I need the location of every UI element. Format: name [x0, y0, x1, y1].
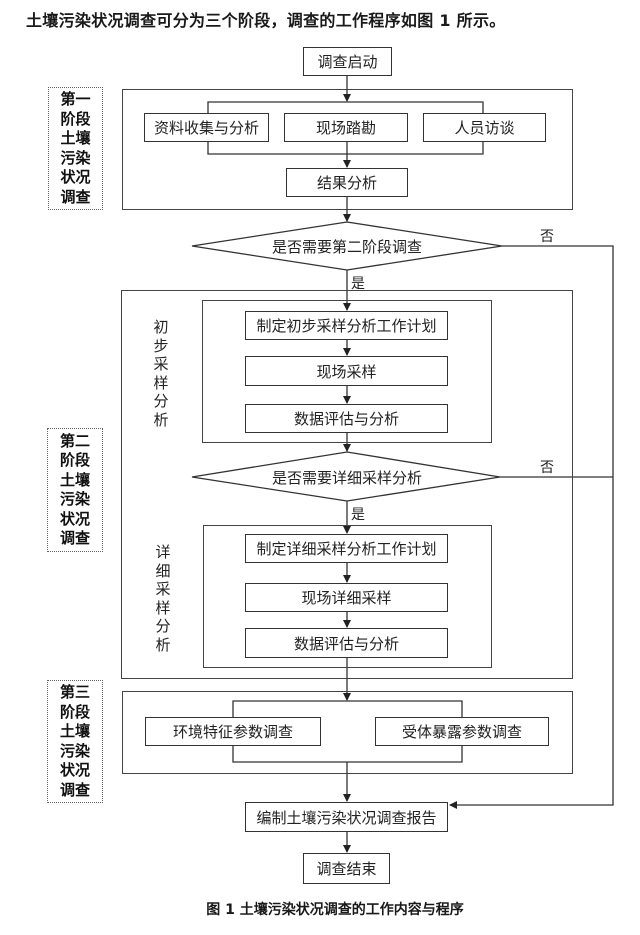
stage2-label-line: 污染 [59, 490, 90, 508]
initial-step-plan: 制定初步采样分析工作计划 [245, 311, 448, 340]
stage1-label-line: 调查 [60, 187, 91, 206]
stage3-step-environment: 环境特征参数调查 [145, 717, 321, 746]
detailed-sampling-side-label: 详细采样分析 [155, 543, 171, 654]
stage1-result-analysis: 结果分析 [286, 168, 408, 197]
stage1-label-line: 土壤 [60, 129, 91, 147]
stage3-label-line: 阶段 [59, 702, 90, 721]
stage1-label-line: 阶段 [60, 109, 91, 128]
intro-sentence: 土壤污染状况调查可分为三个阶段，调查的工作程序如图 1 所示。 [26, 11, 506, 30]
initial-sampling-frame [202, 300, 492, 443]
stage1-label-line: 污染 [60, 148, 91, 167]
figure-caption: 图 1 土壤污染状况调查的工作内容与程序 [206, 902, 464, 918]
report-node: 编制土壤污染状况调查报告 [245, 802, 448, 832]
stage1-bracket-bottom [207, 142, 484, 155]
stage2-label-line: 土壤 [59, 470, 90, 489]
decision2-question: 是否需要详细采样分析 [271, 469, 422, 487]
stage1-label: 第一 阶段 土壤 污染 状况 调查 [48, 87, 103, 210]
stage3-bracket-top [232, 700, 463, 717]
stage2-label-line: 阶段 [59, 451, 90, 469]
decision2-no-label: 否 [540, 460, 554, 476]
detailed-sampling-frame [203, 525, 492, 668]
detailed-step-plan: 制定详细采样分析工作计划 [245, 534, 448, 563]
connector-decision1-no [449, 245, 614, 809]
decision1-question: 是否需要第二阶段调查 [271, 238, 422, 256]
stage1-label-line: 状况 [60, 168, 91, 186]
stage1-label-line: 第一 [60, 90, 91, 108]
stage3-label-line: 调查 [59, 780, 90, 799]
stage1-bracket-top [207, 101, 484, 113]
stage3-step-receptor-exposure: 受体暴露参数调查 [375, 717, 549, 746]
stage1-step-interviews: 人员访谈 [423, 113, 546, 142]
stage2-label-line: 第二 [59, 431, 90, 450]
stage3-frame [122, 691, 573, 774]
decision2-yes-label: 是 [351, 507, 365, 523]
start-node: 调查启动 [303, 47, 392, 76]
initial-step-evaluation: 数据评估与分析 [245, 404, 448, 433]
stage2-label: 第二 阶段 土壤 污染 状况 调查 [47, 428, 103, 552]
stage2-label-line: 调查 [59, 529, 90, 547]
stage2-frame [121, 290, 573, 679]
stage3-label: 第三 阶段 土壤 污染 状况 调查 [47, 680, 103, 803]
stage2-label-line: 状况 [59, 509, 90, 528]
stage1-frame [122, 89, 573, 210]
stage3-label-line: 第三 [59, 683, 90, 701]
decision1-yes-label: 是 [351, 276, 365, 292]
stage1-step-data-collection: 资料收集与分析 [144, 113, 269, 142]
initial-step-sampling: 现场采样 [245, 356, 448, 386]
end-node: 调查结束 [303, 853, 390, 884]
initial-sampling-side-label: 初步采样分析 [153, 318, 169, 429]
stage1-step-site-survey: 现场踏勘 [284, 113, 408, 142]
stage3-label-line: 土壤 [59, 722, 90, 740]
decision1-no-label: 否 [540, 229, 554, 245]
stage3-label-line: 状况 [59, 761, 90, 779]
detailed-step-sampling: 现场详细采样 [245, 583, 448, 612]
detailed-step-evaluation: 数据评估与分析 [245, 628, 448, 658]
stage3-label-line: 污染 [59, 741, 90, 760]
